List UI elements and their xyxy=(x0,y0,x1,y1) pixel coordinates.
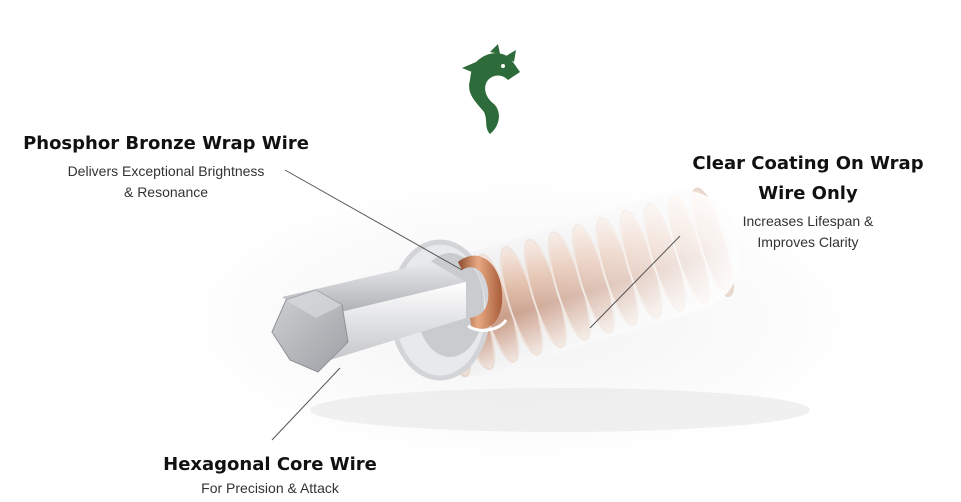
copper-wrap-end xyxy=(458,255,503,331)
phosphor-description-line2: & Resonance xyxy=(123,184,209,200)
coating-description-line2: Improves Clarity xyxy=(757,234,859,250)
hex-description: For Precision & Attack xyxy=(201,480,339,496)
hex-title: Hexagonal Core Wire xyxy=(163,454,377,475)
dragon-logo-icon xyxy=(462,44,520,134)
coating-description-line1: Increases Lifespan & xyxy=(742,213,874,229)
hex-leader-line xyxy=(271,367,341,441)
coating-title-line1: Clear Coating On Wrap xyxy=(692,153,924,174)
clear-coating-callout: Clear Coating On Wrap Wire Only Increase… xyxy=(688,151,928,253)
phosphor-leader-line xyxy=(284,169,463,271)
coating-leader-line xyxy=(589,235,681,329)
string-shadow xyxy=(310,388,810,432)
phosphor-title: Phosphor Bronze Wrap Wire xyxy=(23,133,309,154)
hexagonal-core-callout: Hexagonal Core Wire For Precision & Atta… xyxy=(150,452,390,499)
phosphor-description-line1: Delivers Exceptional Brightness xyxy=(67,163,265,179)
coating-title-line2: Wire Only xyxy=(758,183,858,204)
phosphor-bronze-callout: Phosphor Bronze Wrap Wire Delivers Excep… xyxy=(20,131,312,203)
coating-edge-highlight xyxy=(467,319,508,332)
hexagonal-core-wire xyxy=(271,262,466,373)
